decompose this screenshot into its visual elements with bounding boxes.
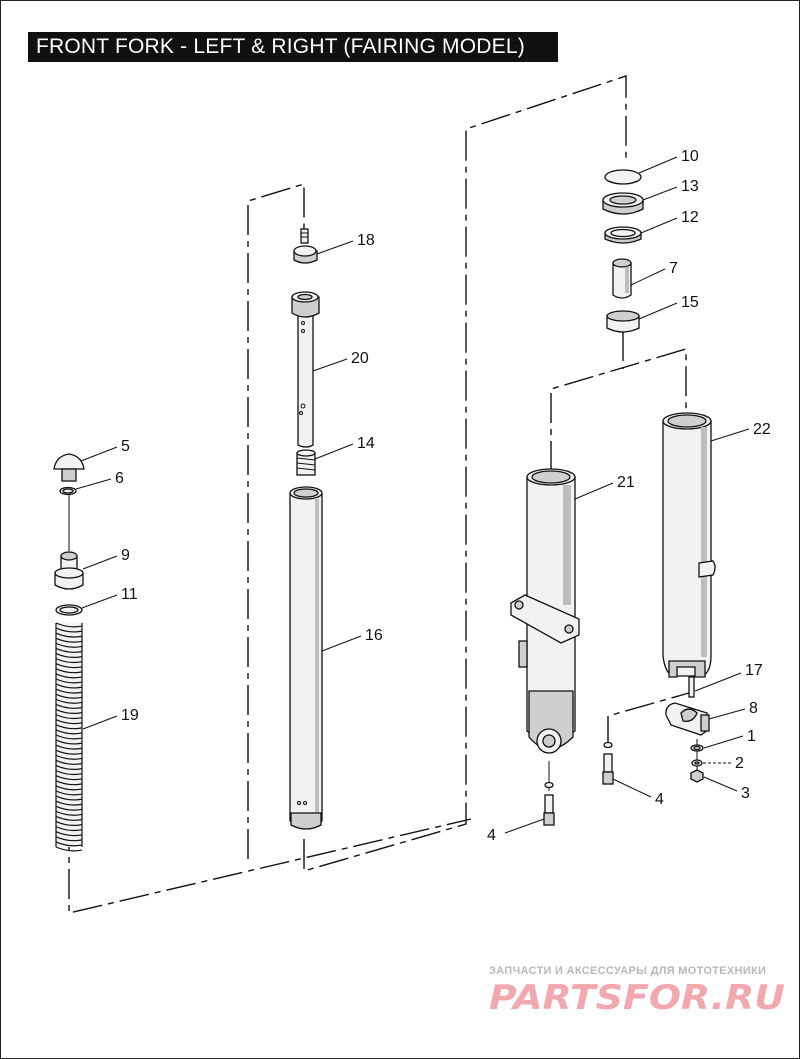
part-20-damper-tube xyxy=(291,291,320,448)
callout-11: 11 xyxy=(121,586,138,603)
part-6-o-ring xyxy=(59,486,77,496)
part-22-right-fork-slider xyxy=(662,412,716,678)
callout-8: 8 xyxy=(749,700,758,717)
watermark-logo: PARTSFOR.RU xyxy=(489,978,785,1017)
callout-10: 10 xyxy=(681,148,699,165)
part-4-allen-bolt-left xyxy=(543,781,555,826)
callout-12: 12 xyxy=(681,209,699,226)
part-9-spacer xyxy=(54,551,84,590)
callout-16: 16 xyxy=(365,627,383,644)
part-13-oil-seal xyxy=(602,192,644,215)
callout-9: 9 xyxy=(121,547,130,564)
part-8-axle-cap xyxy=(665,702,710,736)
watermark-tagline: ЗАПЧАСТИ И АКСЕССУАРЫ ДЛЯ МОТОТЕХНИКИ xyxy=(489,965,767,977)
callout-4-right: 4 xyxy=(655,791,664,808)
callout-20: 20 xyxy=(351,350,369,367)
part-4-allen-bolt-right xyxy=(602,741,614,785)
callout-17: 17 xyxy=(745,662,763,679)
callout-7: 7 xyxy=(669,260,678,277)
part-12-washer xyxy=(604,226,642,244)
callout-21: 21 xyxy=(617,474,635,491)
callout-19: 19 xyxy=(121,707,139,724)
part-10-retaining-ring xyxy=(604,169,642,185)
callout-labels: 10 13 12 7 15 18 20 14 16 5 6 9 11 19 22… xyxy=(115,148,771,844)
part-16-fork-tube xyxy=(289,486,323,830)
watermark-logo-text: PARTSFOR.RU xyxy=(489,978,785,1017)
part-2-washer xyxy=(691,759,703,767)
callout-2: 2 xyxy=(735,755,744,772)
part-17-stud xyxy=(688,676,695,698)
diagram-title: FRONT FORK - LEFT & RIGHT (FAIRING MODEL… xyxy=(28,32,558,62)
part-15-bushing xyxy=(606,310,640,333)
callout-6: 6 xyxy=(115,470,124,487)
part-19-fork-spring xyxy=(55,622,83,852)
part-21-left-fork-slider xyxy=(510,468,580,754)
callout-4-left: 4 xyxy=(487,827,496,844)
callout-15: 15 xyxy=(681,294,699,311)
part-3-nut xyxy=(690,769,704,783)
callout-13: 13 xyxy=(681,178,699,195)
callout-3: 3 xyxy=(741,785,750,802)
callout-18: 18 xyxy=(357,232,375,249)
part-14-rebound-spring xyxy=(296,449,316,476)
part-11-washer xyxy=(55,604,83,616)
part-1-lock-washer xyxy=(690,744,704,752)
callout-14: 14 xyxy=(357,435,375,452)
leader-lines xyxy=(75,156,750,834)
part-18-damper-valve xyxy=(293,228,318,264)
part-7-bushing xyxy=(612,258,632,299)
part-5-cap-bolt xyxy=(53,453,85,482)
callout-5: 5 xyxy=(121,438,130,455)
callout-1: 1 xyxy=(747,728,756,745)
callout-22: 22 xyxy=(753,421,771,438)
